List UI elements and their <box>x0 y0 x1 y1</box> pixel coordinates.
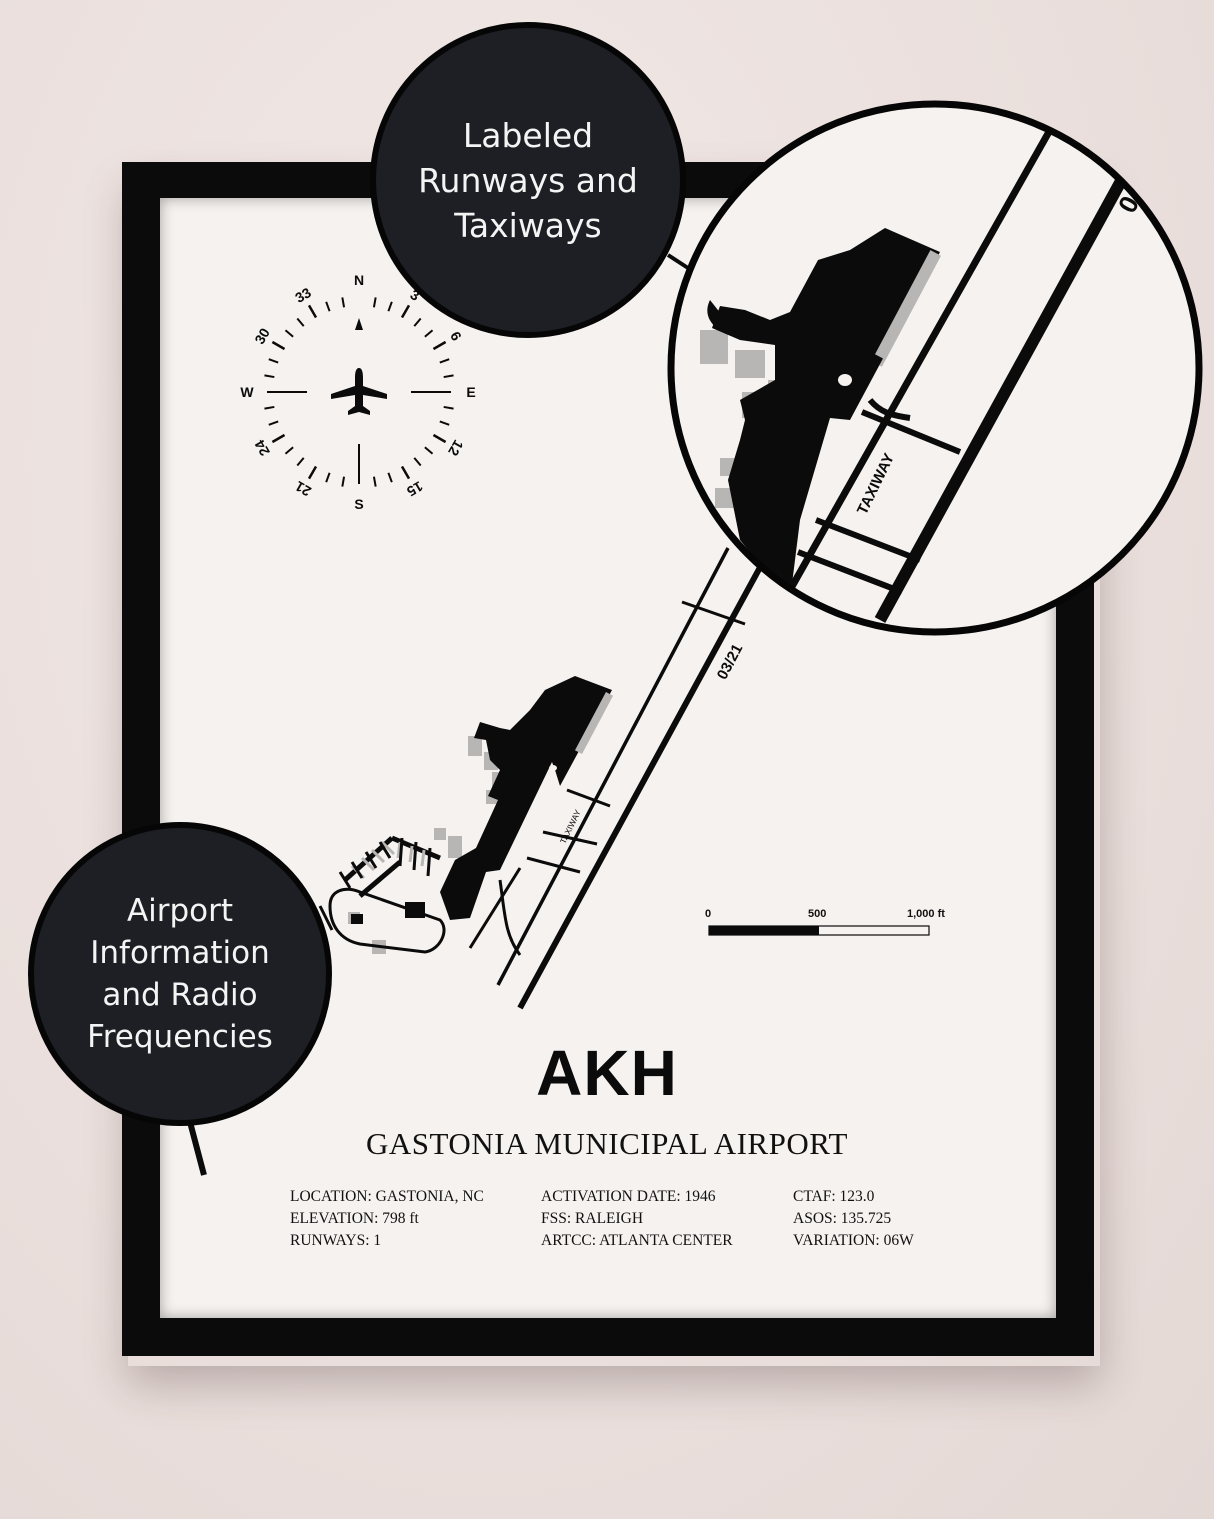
compass-label: 12 <box>445 437 467 459</box>
info-artcc: ARTCC: ATLANTA CENTER <box>541 1232 733 1249</box>
compass-tick <box>400 465 411 480</box>
compass-tick <box>296 317 305 327</box>
compass-label: 33 <box>292 284 314 306</box>
compass-label: E <box>466 384 475 400</box>
compass-tick <box>443 405 454 410</box>
compass-tick <box>284 329 294 338</box>
compass-tick <box>413 457 422 467</box>
callout-airport-info: Airport Information and Radio Frequencie… <box>28 822 332 1126</box>
compass-tick <box>296 457 305 467</box>
info-fss: FSS: RALEIGH <box>541 1210 644 1227</box>
info-variation: VARIATION: 06W <box>793 1232 914 1249</box>
compass-label: 24 <box>251 437 273 459</box>
callout-runways-taxiways: Labeled Runways and Taxiways <box>370 22 686 338</box>
airplane-icon <box>331 368 387 415</box>
compass-tick <box>439 420 450 426</box>
apron-and-hangars <box>318 676 614 956</box>
compass-tick <box>268 358 279 364</box>
compass-label: 15 <box>404 478 426 500</box>
compass-label: S <box>354 496 363 512</box>
info-ctaf: CTAF: 123.0 <box>793 1188 875 1205</box>
compass-label: 30 <box>251 325 273 347</box>
scale-bar <box>708 925 930 936</box>
airport-name: GASTONIA MUNICIPAL AIRPORT <box>366 1126 848 1161</box>
compass-tick <box>400 304 411 319</box>
zoom-connector <box>666 253 690 270</box>
info-location: LOCATION: GASTONIA, NC <box>290 1188 484 1205</box>
compass-tick <box>372 476 377 487</box>
compass-tick <box>424 329 434 338</box>
compass-tick <box>268 420 279 426</box>
info-asos: ASOS: 135.725 <box>793 1210 892 1227</box>
info-column-1: LOCATION: GASTONIA, NC ELEVATION: 798 ft… <box>290 1186 484 1252</box>
compass-tick <box>413 317 422 327</box>
scale-label-1000: 1,000 ft <box>907 908 945 920</box>
compass-label: 21 <box>292 478 314 500</box>
compass-tick <box>325 301 331 312</box>
compass-tick <box>341 476 346 487</box>
compass-tick <box>271 340 286 351</box>
info-column-2: ACTIVATION DATE: 1946 FSS: RALEIGH ARTCC… <box>541 1186 733 1252</box>
compass-tick <box>264 374 275 379</box>
taxiway-connectors <box>468 600 746 949</box>
compass-label: 6 <box>447 329 465 344</box>
info-column-3: CTAF: 123.0 ASOS: 135.725 VARIATION: 06W <box>793 1186 914 1252</box>
callout-info-text: Airport Information and Radio Frequencie… <box>87 893 273 1055</box>
compass-tick <box>432 340 447 351</box>
compass-tick <box>264 405 275 410</box>
compass-tick <box>387 301 393 312</box>
scale-label-0: 0 <box>705 908 712 920</box>
compass-tick <box>424 446 434 455</box>
compass-tick <box>341 297 346 308</box>
north-pointer <box>355 318 363 330</box>
info-runways: RUNWAYS: 1 <box>290 1232 382 1249</box>
compass-label: N <box>354 272 364 288</box>
compass-tick <box>432 433 447 444</box>
airport-code: AKH <box>536 1037 678 1109</box>
compass-tick <box>284 446 294 455</box>
info-connector <box>187 1121 207 1176</box>
scale-label-500: 500 <box>808 908 827 920</box>
zoom-circle-border <box>667 100 1203 636</box>
compass-tick <box>325 472 331 483</box>
compass-tick <box>443 374 454 379</box>
compass-tick <box>271 433 286 444</box>
info-activation-date: ACTIVATION DATE: 1946 <box>541 1188 716 1205</box>
runway-03-21 <box>496 547 767 1010</box>
compass-tick <box>307 304 318 319</box>
compass-tick <box>439 358 450 364</box>
callout-runways-text: Labeled Runways and Taxiways <box>418 115 638 245</box>
compass-tick <box>372 297 377 308</box>
compass-tick <box>307 465 318 480</box>
info-elevation: ELEVATION: 798 ft <box>290 1210 419 1227</box>
compass-tick <box>387 472 393 483</box>
compass-label: W <box>240 384 254 400</box>
